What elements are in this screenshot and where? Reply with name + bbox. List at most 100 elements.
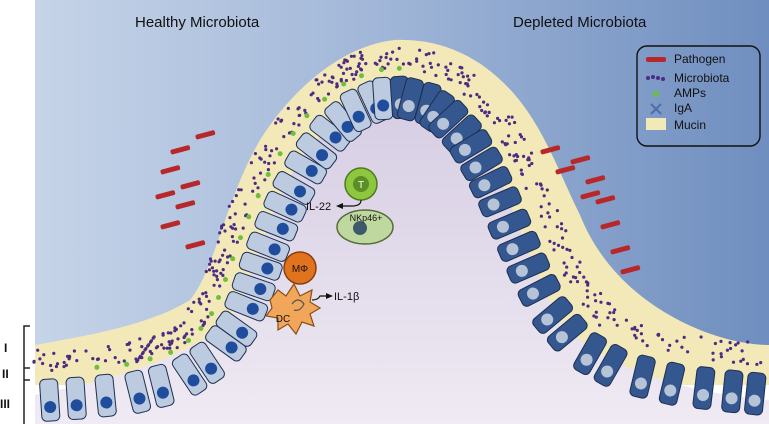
microbiota-dot <box>460 66 464 70</box>
microbiota-dot <box>49 363 53 368</box>
microbiota-dot <box>215 278 219 282</box>
microbiota-dot <box>279 119 283 123</box>
microbiota-dot <box>552 248 556 252</box>
microbiota-dot <box>186 307 190 311</box>
microbiota-dot <box>218 284 222 288</box>
microbiota-dot <box>475 92 479 97</box>
microbiota-dot <box>231 226 235 230</box>
microbiota-dot <box>657 332 661 336</box>
microbiota-dot <box>485 103 490 107</box>
microbiota-dot <box>675 339 679 343</box>
microbiota-dot <box>253 181 257 185</box>
microbiota-dot <box>680 345 684 349</box>
amp-dot <box>186 338 191 343</box>
microbiota-dot <box>202 322 206 326</box>
microbiota-dot <box>156 345 160 349</box>
microbiota-dot <box>264 144 268 148</box>
microbiota-dot <box>510 115 514 119</box>
amp-dot <box>238 235 243 241</box>
microbiota-dot <box>645 344 649 348</box>
epithelial-cell <box>449 129 493 164</box>
microbiota-dot <box>231 199 235 204</box>
epithelial-cell <box>487 208 532 240</box>
microbiota-dot <box>548 215 552 219</box>
microbiota-dot <box>270 149 274 153</box>
amp-dot <box>246 214 252 220</box>
microbiota-dot <box>175 346 179 350</box>
microbiota-dot <box>436 63 440 67</box>
microbiota-dot <box>432 51 436 55</box>
epithelial-cell <box>593 344 628 387</box>
microbiota-dot <box>485 114 489 118</box>
pathogen <box>580 190 601 200</box>
microbiota-dot <box>418 48 422 52</box>
microbiota-dot <box>635 328 639 332</box>
microbiota-dot <box>373 61 377 65</box>
microbiota-dot <box>615 323 619 327</box>
amp-dot <box>359 73 364 79</box>
microbiota-dot <box>147 343 151 347</box>
microbiota-dot <box>339 65 343 69</box>
microbiota-dot <box>350 72 354 77</box>
epithelial-cell <box>215 310 258 347</box>
microbiota-dot <box>360 57 365 61</box>
microbiota-dot <box>345 67 349 71</box>
amp-dot <box>277 151 283 157</box>
microbiota-dot <box>357 62 361 66</box>
microbiota-dot <box>518 133 522 137</box>
microbiota-dot <box>167 340 171 344</box>
epithelial-cell <box>295 132 338 170</box>
microbiota-dot <box>282 135 286 139</box>
microbiota-dot <box>352 54 356 58</box>
microbiota-dot <box>364 62 368 66</box>
microbiota-dot <box>633 327 637 331</box>
microbiota-dot <box>50 368 54 372</box>
microbiota-dot <box>682 335 686 339</box>
microbiota-dot <box>466 74 470 78</box>
microbiota-dot <box>249 161 253 165</box>
epithelial-cell <box>532 296 573 334</box>
microbiota-dot <box>276 117 280 121</box>
microbiota-dot <box>507 134 511 138</box>
microbiota-dot <box>230 235 234 239</box>
microbiota-dot <box>356 64 360 68</box>
pathogen <box>160 165 181 175</box>
microbiota-dot <box>219 271 223 275</box>
microbiota-dot <box>234 227 238 231</box>
microbiota-dot <box>220 224 224 228</box>
microbiota-dot <box>41 361 45 366</box>
microbiota-dot <box>314 78 318 82</box>
microbiota-dot <box>360 54 364 58</box>
microbiota-dot <box>103 359 108 363</box>
epithelial-cell <box>171 353 208 396</box>
epithelial-cell <box>254 211 299 242</box>
microbiota-dot <box>397 46 401 51</box>
microbiota-dot <box>221 268 225 272</box>
microbiota-dot <box>728 341 732 345</box>
microbiota-dot <box>608 311 612 315</box>
microbiota-dot <box>429 65 434 69</box>
epithelial-cell <box>124 369 152 414</box>
microbiota-dot <box>72 349 76 353</box>
microbiota-dot <box>586 304 590 308</box>
microbiota-dot <box>168 343 172 347</box>
microbiota-dot <box>95 357 100 361</box>
microbiota-dot <box>508 153 512 157</box>
microbiota-dot <box>545 188 549 192</box>
epithelial-cell <box>396 77 424 122</box>
microbiota-dot <box>128 348 132 352</box>
pathogen <box>155 190 176 200</box>
microbiota-dot <box>149 339 153 343</box>
epithelial-cell <box>721 369 744 414</box>
microbiota-dot <box>206 315 210 319</box>
microbiota-dot <box>55 362 60 366</box>
microbiota-dot <box>745 362 750 366</box>
microbiota-dot <box>221 273 225 277</box>
microbiota-dot <box>207 299 211 303</box>
microbiota-dot <box>446 68 450 72</box>
microbiota-dot <box>516 154 520 159</box>
microbiota-dot <box>559 222 564 226</box>
microbiota-dot <box>223 248 227 252</box>
microbiota-dot <box>320 80 324 84</box>
microbiota-dot <box>317 99 321 103</box>
